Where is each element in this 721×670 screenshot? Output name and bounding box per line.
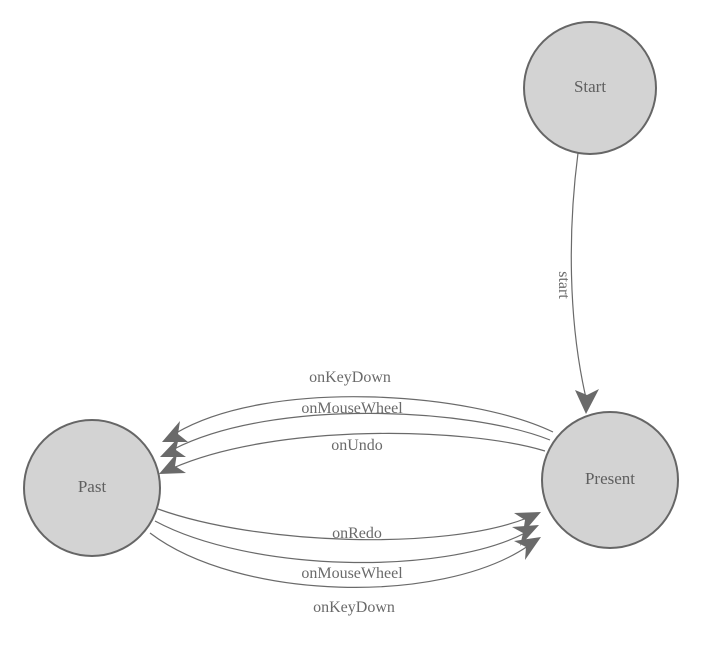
node-circle — [523, 21, 657, 155]
edge-path — [149, 532, 529, 588]
edge-present-to-past-onmousewheel[interactable] — [160, 412, 551, 457]
edge-past-to-present-onmousewheel[interactable] — [154, 520, 539, 564]
edge-label-past-present-onmousewheel: onMouseWheel — [301, 565, 403, 582]
edge-path — [154, 520, 526, 564]
arrowhead-icon — [575, 389, 599, 414]
arrowhead-icon — [160, 437, 186, 457]
edge-path — [157, 508, 528, 541]
edge-past-to-present-onredo[interactable] — [157, 508, 541, 541]
edge-start-to-present[interactable] — [570, 152, 599, 414]
node-label: Start — [574, 77, 606, 96]
edge-label-present-past-onmousewheel: onMouseWheel — [301, 400, 403, 417]
edge-label-present-past-onundo: onUndo — [331, 437, 383, 454]
node-circle — [541, 411, 679, 549]
edge-path — [175, 396, 554, 434]
arrowhead-icon — [512, 525, 539, 546]
edge-path — [173, 412, 551, 450]
edge-label-past-present-onkeydown: onKeyDown — [313, 599, 395, 616]
node-present[interactable]: Present — [541, 411, 679, 549]
edge-path — [570, 152, 587, 399]
arrowhead-icon — [514, 512, 541, 533]
node-label: Present — [585, 469, 635, 488]
edge-path — [172, 432, 546, 469]
edge-label-start: start — [555, 271, 572, 299]
edge-present-to-past-onkeydown[interactable] — [162, 396, 554, 442]
node-label: Past — [78, 477, 107, 496]
arrowhead-icon — [162, 421, 188, 442]
arrowhead-icon — [514, 537, 541, 560]
edge-label-present-past-onkeydown: onKeyDown — [309, 369, 391, 386]
edge-past-to-present-onkeydown[interactable] — [149, 532, 541, 588]
edge-label-past-present-onredo: onRedo — [332, 525, 382, 542]
arrowhead-icon — [159, 453, 186, 474]
node-circle — [23, 419, 161, 557]
node-start[interactable]: Start — [523, 21, 657, 155]
node-past[interactable]: Past — [23, 419, 161, 557]
edge-present-to-past-onundo[interactable] — [159, 432, 546, 474]
